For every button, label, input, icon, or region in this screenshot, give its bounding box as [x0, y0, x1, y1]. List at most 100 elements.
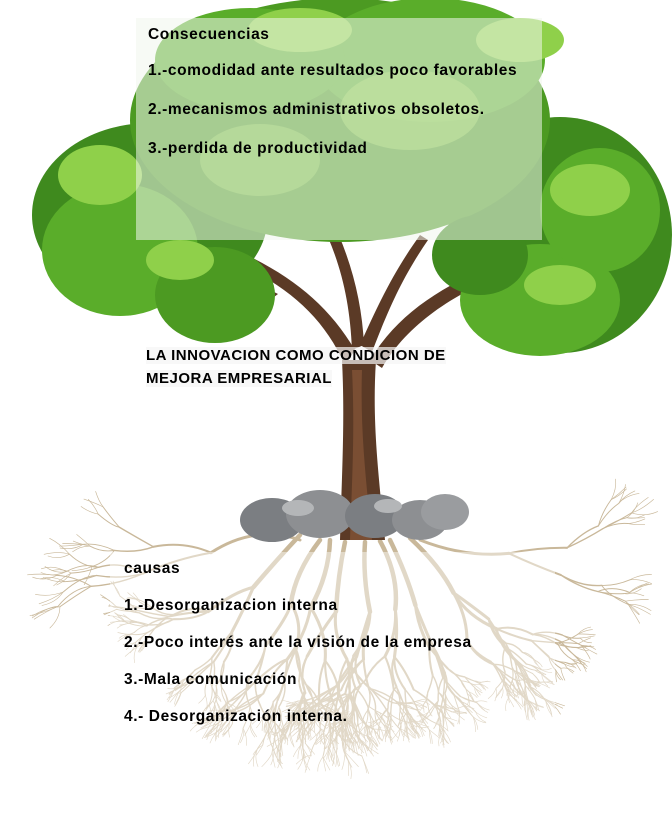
root-strand [214, 691, 222, 701]
consequences-heading: Consecuencias [148, 26, 270, 43]
root-strand [322, 746, 329, 759]
root-strand [278, 748, 282, 764]
root-strand [433, 703, 446, 718]
root-strand [180, 677, 197, 694]
roots [27, 478, 659, 780]
root-strand [392, 688, 407, 711]
root-strand [281, 704, 297, 713]
root-strand [263, 602, 293, 648]
root-strand [507, 552, 562, 576]
root-strand [43, 552, 70, 555]
root-strand [112, 580, 121, 597]
root-strand [433, 703, 455, 710]
root-strand [242, 705, 251, 729]
root-strand [389, 711, 392, 731]
root-strand [118, 526, 155, 548]
root-strand [610, 486, 627, 500]
root-strand [407, 535, 456, 596]
root-strand [364, 655, 387, 682]
root-strand [59, 585, 92, 608]
root-strand [541, 673, 549, 687]
root-strand [626, 502, 639, 519]
root-strand [403, 728, 407, 742]
root-strand [108, 604, 122, 609]
root-strand [351, 721, 363, 743]
root-strand [370, 724, 377, 734]
root-strand [387, 707, 391, 727]
root-strand [124, 632, 135, 637]
root-strand [387, 537, 418, 608]
root-strand [383, 607, 398, 658]
root-strand [275, 729, 280, 750]
root-strand [302, 703, 318, 718]
root-strand [493, 663, 514, 687]
root-strand [256, 744, 264, 756]
root-strand [495, 627, 533, 642]
root-strand [534, 697, 540, 711]
root-strand [576, 645, 592, 649]
root-strand [309, 721, 315, 735]
root-strand [417, 722, 430, 728]
root-strand [220, 686, 227, 703]
root-strand [348, 733, 355, 746]
root-strand [138, 599, 155, 610]
root-strand [301, 727, 308, 752]
root-strand [335, 693, 351, 701]
root-strand [197, 717, 214, 721]
root-strand [222, 630, 234, 663]
root-strand [172, 610, 210, 621]
root-strand [405, 709, 419, 724]
root-strand [520, 663, 536, 671]
root-strand [516, 680, 528, 702]
root-strand [557, 642, 579, 645]
root-strand [428, 729, 432, 744]
root-strand [578, 637, 592, 645]
root-strand [210, 718, 218, 734]
root-strand [631, 497, 649, 514]
root-strand [366, 704, 374, 721]
root-strand [610, 478, 617, 500]
root-strand [515, 671, 529, 685]
root-strand [76, 534, 91, 547]
causes-box: causas 1.-Desorganizacion interna 2.-Poc… [110, 552, 555, 782]
root-strand [222, 723, 233, 737]
root-strand [531, 633, 559, 646]
root-strand [508, 697, 515, 708]
root-strand [440, 678, 446, 709]
root-strand [383, 724, 395, 732]
root-strand [216, 724, 224, 738]
center-title-line-2: MEJORA EMPRESARIAL [146, 370, 332, 387]
root-strand [576, 657, 588, 670]
root-strand [349, 691, 360, 718]
root-strand [374, 710, 385, 723]
root-strand [289, 732, 295, 747]
root-strand [495, 627, 518, 663]
root-strand [404, 688, 408, 713]
root-strand [72, 545, 91, 553]
root-strand [442, 729, 449, 744]
root-strand [127, 592, 140, 601]
root-strand [381, 729, 388, 742]
root-strand [377, 707, 389, 721]
root-strand [347, 760, 352, 780]
root-strand [418, 538, 511, 556]
root-strand [507, 546, 569, 555]
root-strand [174, 680, 184, 692]
root-strand [200, 717, 214, 725]
root-strand [527, 700, 534, 718]
root-strand [133, 646, 138, 664]
root-strand [307, 727, 310, 740]
root-strand [374, 710, 380, 728]
root-strand [344, 751, 359, 767]
root-strand [472, 716, 477, 733]
root-strand [361, 610, 372, 661]
root-strand [362, 658, 371, 691]
root-strand [326, 699, 336, 707]
root-strand [354, 655, 362, 687]
root-strand [349, 738, 354, 754]
root-strand [341, 738, 353, 744]
root-strand [214, 691, 222, 703]
center-title: LA INNOVACION COMO CONDICION DE MEJORA E… [146, 344, 526, 408]
root-strand [531, 631, 563, 636]
root-strand [322, 730, 330, 745]
